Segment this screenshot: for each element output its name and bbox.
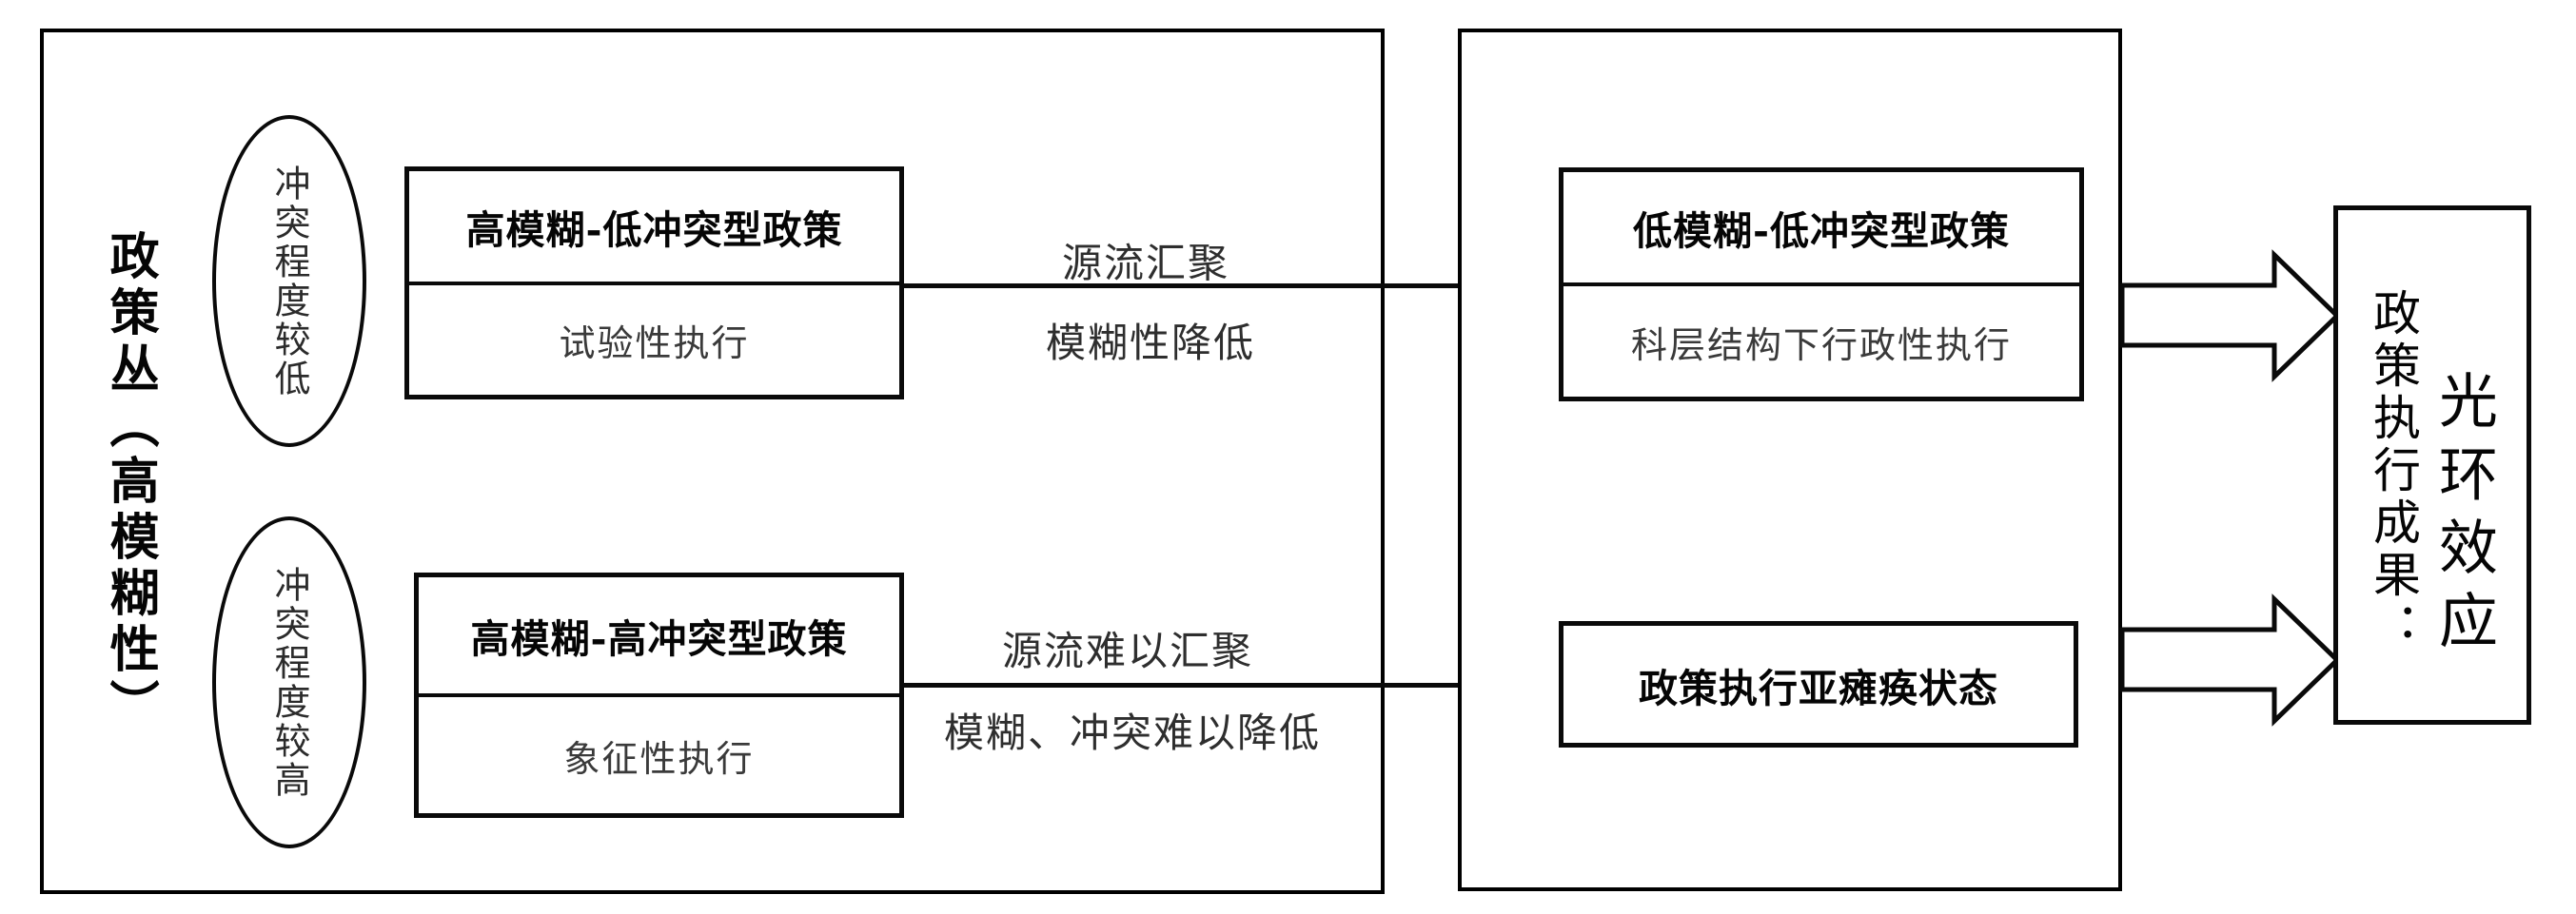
- conflict-high-label: 冲突程度较高: [268, 565, 310, 800]
- box-title: 高模糊-低冲突型政策: [465, 206, 843, 253]
- box-title: 低模糊-低冲突型政策: [1632, 208, 2010, 254]
- box-title-cell: 高模糊-高冲突型政策: [419, 577, 899, 697]
- implementation-outcome-panel: [1458, 29, 2122, 891]
- conflict-low-label: 冲突程度较低: [268, 164, 310, 399]
- policy-cluster-axis-label: 政策丛（高模糊性）: [101, 230, 160, 735]
- hollow-block-arrow-bottom-icon: [2119, 593, 2341, 727]
- box-title: 政策执行亚瘫痪状态: [1639, 665, 1998, 711]
- hollow-block-arrow-top-icon: [2119, 249, 2341, 382]
- converge-arrow-label-bottom: 模糊性降低: [1045, 320, 1255, 366]
- box-title-cell: 高模糊-低冲突型政策: [409, 171, 899, 285]
- non-converge-arrow-label-bottom: 模糊、冲突难以降低: [943, 710, 1321, 756]
- outcome-label-main: 光环效应: [2429, 370, 2498, 663]
- conflict-high-ellipse: 冲突程度较高: [212, 516, 366, 848]
- box-subtitle-cell: 象征性执行: [419, 697, 899, 813]
- high-ambiguity-high-conflict-box: 高模糊-高冲突型政策 象征性执行: [414, 573, 904, 818]
- outcome-label-prefix: 政策执行成果：: [2366, 288, 2421, 654]
- converge-arrow-line: [904, 283, 1518, 288]
- box-title-cell: 低模糊-低冲突型政策: [1563, 172, 2079, 286]
- box-subtitle-cell: 试验性执行: [409, 285, 899, 396]
- box-title: 高模糊-高冲突型政策: [470, 616, 848, 662]
- non-converge-arrow-label-top: 源流难以汇聚: [1001, 628, 1253, 674]
- sub-paralysis-box: 政策执行亚瘫痪状态: [1559, 621, 2078, 748]
- conflict-low-ellipse: 冲突程度较低: [212, 115, 366, 447]
- box-subtitle: 科层结构下行政性执行: [1630, 323, 2012, 366]
- converge-arrow-label-top: 源流汇聚: [1061, 240, 1229, 286]
- box-title-cell: 政策执行亚瘫痪状态: [1563, 626, 2074, 743]
- box-subtitle: 象征性执行: [563, 737, 755, 780]
- box-subtitle-cell: 科层结构下行政性执行: [1563, 286, 2079, 397]
- high-ambiguity-low-conflict-box: 高模糊-低冲突型政策 试验性执行: [404, 166, 904, 399]
- low-ambiguity-low-conflict-box: 低模糊-低冲突型政策 科层结构下行政性执行: [1559, 167, 2084, 401]
- non-converge-arrow-line: [904, 683, 1518, 688]
- box-subtitle: 试验性执行: [559, 321, 750, 364]
- halo-effect-outcome-box: 政策执行成果： 光环效应: [2333, 205, 2531, 725]
